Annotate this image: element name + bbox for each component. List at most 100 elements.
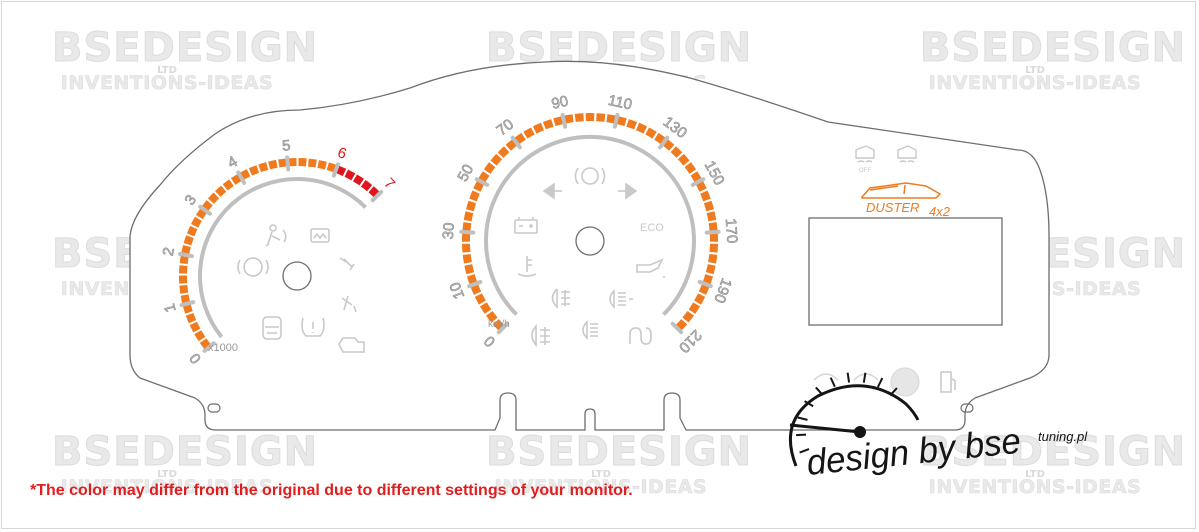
tach-scale-segment	[215, 185, 227, 197]
speed-scale-segment	[462, 243, 471, 253]
airbag-icon	[265, 224, 287, 247]
speed-scale-segment	[670, 146, 683, 158]
speed-tick-label: 30	[440, 222, 458, 240]
tach-scale-segment	[278, 158, 287, 168]
signature-gauge-tick	[846, 372, 851, 383]
drive-type-badge: 4x2	[929, 204, 951, 219]
tach-scale-segment	[201, 200, 213, 212]
speed-tick-label: 50	[454, 162, 477, 185]
coolant-temp-icon	[517, 256, 537, 277]
abs-icon	[237, 257, 269, 277]
signature-gauge-tick	[889, 387, 898, 397]
tach-scale-segment	[360, 180, 373, 192]
speed-scale-segment	[574, 113, 584, 122]
tach-scale-segment	[326, 162, 337, 173]
speed-scale-segment	[469, 190, 480, 202]
signature-gauge-tick	[815, 386, 824, 396]
tach-scale-segment	[335, 165, 347, 177]
front-fog-light-icon	[531, 323, 550, 348]
speed-scale-segment	[464, 264, 475, 275]
speed-scale-segment	[636, 122, 648, 134]
speed-scale-segment	[505, 139, 518, 151]
signature-needle-hub	[854, 426, 866, 438]
speed-scale-segment	[703, 200, 714, 212]
speed-scale-segment	[688, 302, 701, 314]
speed-scale-segment	[682, 310, 694, 323]
tach-major-tick	[285, 155, 291, 172]
speed-scale-segment	[463, 211, 474, 222]
traction-off-icon	[855, 145, 875, 163]
tach-major-tick	[331, 162, 340, 178]
speed-major-tick	[496, 321, 510, 335]
traction-off-label: OFF	[859, 168, 871, 174]
speed-scale-segment	[709, 243, 718, 253]
speed-scale-segment	[532, 122, 544, 134]
rear-fog-light-icon	[551, 288, 570, 309]
tach-scale-segment	[352, 174, 364, 186]
signature-gauge-tick	[862, 372, 867, 383]
tach-scale-segment	[179, 265, 188, 274]
signature-gauge-arc	[788, 384, 920, 467]
speed-scale-segment	[514, 132, 526, 145]
tach-scale-segment	[268, 159, 278, 170]
tach-scale-segment	[258, 162, 269, 173]
tach-scale-segment	[230, 173, 242, 185]
speed-scale-segment	[486, 310, 498, 323]
speed-scale-segment	[675, 319, 688, 331]
signature-gauge-tick	[797, 416, 808, 421]
speed-scale-segment	[700, 190, 711, 202]
tach-scale-segment	[222, 179, 234, 191]
tach-scale-segment	[308, 158, 317, 168]
turn-left-arrow-icon	[542, 182, 562, 200]
speed-tick-label: 10	[446, 280, 468, 302]
duster-badge-text: DUSTER	[866, 200, 919, 215]
speed-scale-segment	[462, 222, 472, 232]
tach-scale-segment	[183, 235, 194, 246]
speed-hub	[575, 226, 605, 256]
tach-scale-segment	[186, 225, 198, 237]
speed-scale-segment	[497, 146, 510, 158]
tach-scale-segment	[189, 321, 201, 333]
tach-major-tick	[179, 300, 196, 308]
lcd-display-window	[808, 217, 1003, 326]
speed-scale-segment	[690, 171, 702, 183]
speed-scale-segment	[596, 113, 606, 122]
speed-scale-segment	[684, 162, 697, 174]
tach-scale-segment	[248, 165, 260, 176]
battery-icon	[514, 217, 538, 234]
speed-scale-segment	[698, 283, 710, 295]
duster-badge	[861, 182, 942, 199]
tach-scale-segment	[317, 160, 327, 170]
preheat-coil-icon	[629, 327, 652, 345]
mount-slot-left	[207, 403, 221, 413]
speed-major-tick	[459, 229, 476, 235]
speed-scale-segment	[479, 302, 492, 314]
speed-major-tick	[697, 279, 713, 289]
parking-brake-icon	[574, 167, 606, 185]
disclaimer-text: *The color may differ from the original …	[30, 482, 633, 499]
speed-scale-segment	[706, 211, 717, 222]
signature-gauge-tick	[799, 448, 810, 454]
speed-major-tick	[658, 135, 670, 150]
speed-scale-segment	[708, 222, 718, 232]
speed-major-tick	[670, 321, 684, 335]
speed-scale-segment	[553, 116, 564, 127]
glow-plug-icon	[310, 228, 330, 243]
tach-scale-segment	[368, 186, 380, 198]
signature-gauge-tick	[877, 377, 884, 388]
tach-major-tick	[202, 341, 216, 353]
indicator-lamp	[890, 367, 920, 397]
speed-scale-segment	[695, 180, 707, 192]
tach-scale-segment	[181, 245, 191, 255]
speed-major-tick	[510, 135, 522, 150]
tach-scale-segment	[194, 330, 206, 342]
tach-major-tick	[370, 189, 384, 203]
speed-scale-segment	[616, 116, 627, 127]
tach-scale-segment	[239, 169, 251, 180]
tach-scale-segment	[179, 255, 189, 265]
speed-scale-segment	[478, 171, 490, 183]
